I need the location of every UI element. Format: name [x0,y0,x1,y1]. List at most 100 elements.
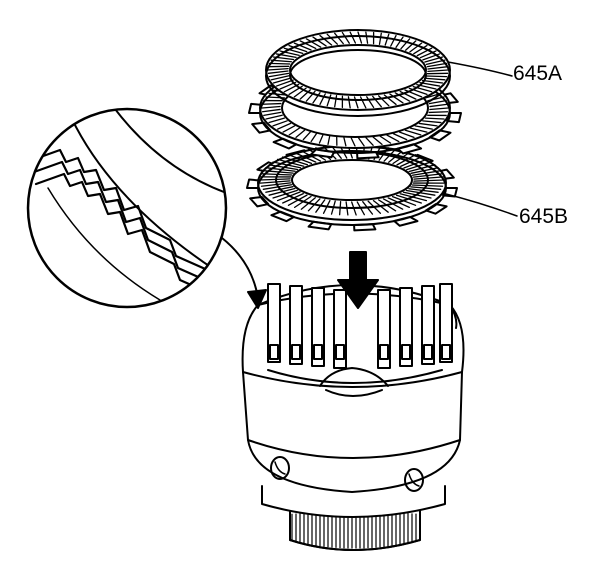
housing-slot-tab [335,344,345,360]
friction-groove [295,129,306,139]
housing-slot [267,283,281,363]
friction-groove [288,127,301,136]
friction-groove [395,36,404,48]
friction-groove [377,199,397,212]
friction-groove [400,38,411,50]
friction-groove [302,131,311,141]
callout-label-645a: 645A [513,62,563,85]
housing-body [242,371,463,493]
housing-slot-tab [441,344,451,360]
friction-groove [391,195,417,206]
friction-groove [379,135,392,144]
friction-groove [382,198,404,210]
detail-pointer-arrow [221,237,267,309]
friction-groove [319,34,333,46]
friction-groove [424,117,445,120]
friction-groove [372,199,389,213]
friction-groove [275,53,297,59]
callout-label-645b: 645B [519,205,569,228]
friction-groove [300,197,316,210]
housing-slot-tab [269,344,279,360]
friction-groove [334,32,344,45]
friction-groove [392,133,408,141]
friction-groove [259,178,291,181]
friction-groove [425,59,446,65]
friction-groove [405,189,436,196]
friction-groove [422,120,442,124]
friction-groove [412,173,444,178]
friction-groove [399,193,428,202]
friction-groove [276,191,301,202]
housing-spline-slots [267,283,453,369]
friction-groove [357,31,363,44]
friction-groove [293,42,312,51]
friction-groove [326,33,339,45]
friction-groove [312,92,321,104]
friction-groove [287,194,308,206]
friction-groove [421,79,444,84]
friction-groove [367,200,382,214]
friction-groove [353,96,359,109]
friction-groove [424,92,442,99]
friction-groove [384,33,390,46]
friction-groove [362,201,374,215]
friction-groove [259,180,291,184]
friction-groove [413,44,428,55]
friction-groove [279,50,300,56]
friction-groove [268,72,290,78]
housing-slot-tab [401,344,411,360]
friction-groove [404,129,422,136]
friction-groove [365,137,374,146]
clutch-plate-645a [248,29,462,160]
friction-groove [272,56,295,61]
friction-groove [378,32,382,45]
friction-groove [261,105,281,109]
friction-groove [270,75,291,81]
friction-groove [392,151,411,165]
friction-groove [262,170,294,174]
friction-groove [408,188,439,193]
friction-groove [388,150,404,163]
friction-groove [366,96,375,109]
friction-groove [288,44,308,53]
friction-groove [411,170,442,176]
friction-groove [272,120,288,127]
friction-groove [276,158,305,167]
friction-groove [427,66,449,70]
friction-groove [356,201,365,216]
friction-groove [265,186,294,193]
friction-groove [365,31,369,44]
friction-groove [396,154,417,166]
friction-groove [383,148,397,162]
friction-groove [411,184,444,187]
friction-groove [408,164,436,173]
friction-groove [387,197,411,209]
friction-groove [357,137,365,147]
friction-groove [334,95,338,108]
friction-groove [386,134,400,143]
friction-groove [414,125,433,130]
clutch-housing [241,283,465,551]
friction-groove [300,150,322,162]
friction-groove [427,69,449,72]
friction-groove [299,40,317,50]
friction-groove [410,167,439,174]
housing-slot-tab [379,344,389,360]
friction-groove [277,122,292,130]
friction-groove [413,176,445,180]
friction-groove [322,199,331,214]
friction-groove [428,111,449,114]
friction-groove [260,173,293,176]
friction-groove [423,77,446,81]
friction-groove [272,161,302,169]
friction-groove [305,38,322,48]
friction-groove [330,200,336,215]
friction-groove [282,125,296,133]
housing-inner-bottom [267,369,443,384]
friction-groove [262,184,293,190]
friction-groove [394,92,411,102]
housing-slot [439,283,453,363]
friction-groove [261,102,282,105]
